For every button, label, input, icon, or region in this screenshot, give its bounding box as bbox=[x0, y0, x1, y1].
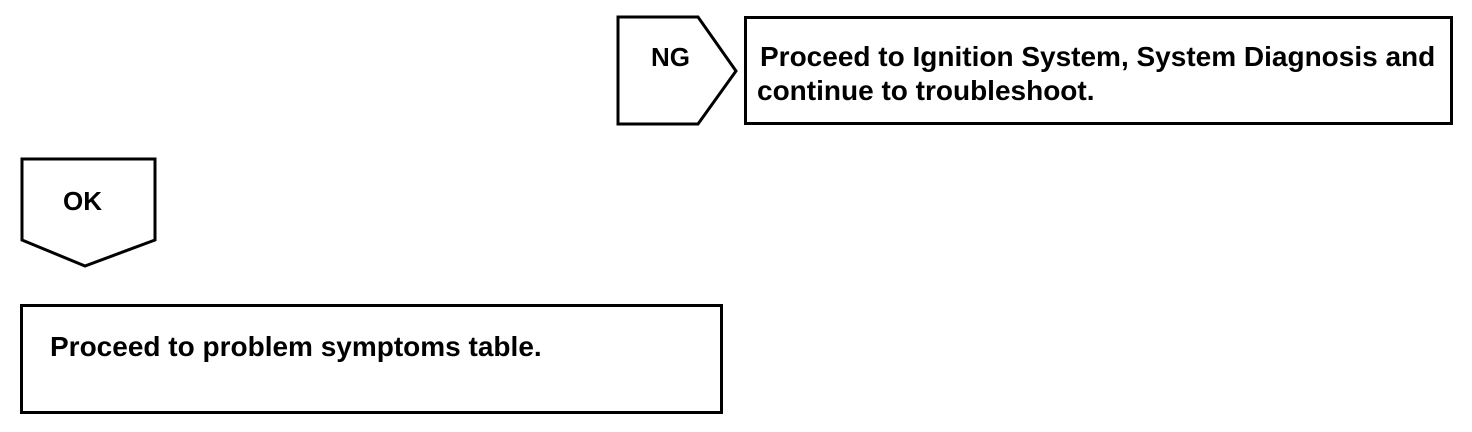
ok-action-text: Proceed to problem symptoms table. bbox=[50, 331, 542, 362]
ok-action-box bbox=[20, 304, 723, 414]
ng-action-line-2: continue to troubleshoot. bbox=[757, 75, 1095, 106]
ng-label: NG bbox=[651, 42, 690, 72]
ok-label: OK bbox=[63, 186, 102, 216]
ok-arrow-shape bbox=[20, 157, 157, 268]
ng-action-line-1: Proceed to Ignition System, System Diagn… bbox=[760, 41, 1436, 72]
ng-action-box bbox=[744, 16, 1453, 125]
ng-arrow-shape bbox=[616, 15, 738, 126]
